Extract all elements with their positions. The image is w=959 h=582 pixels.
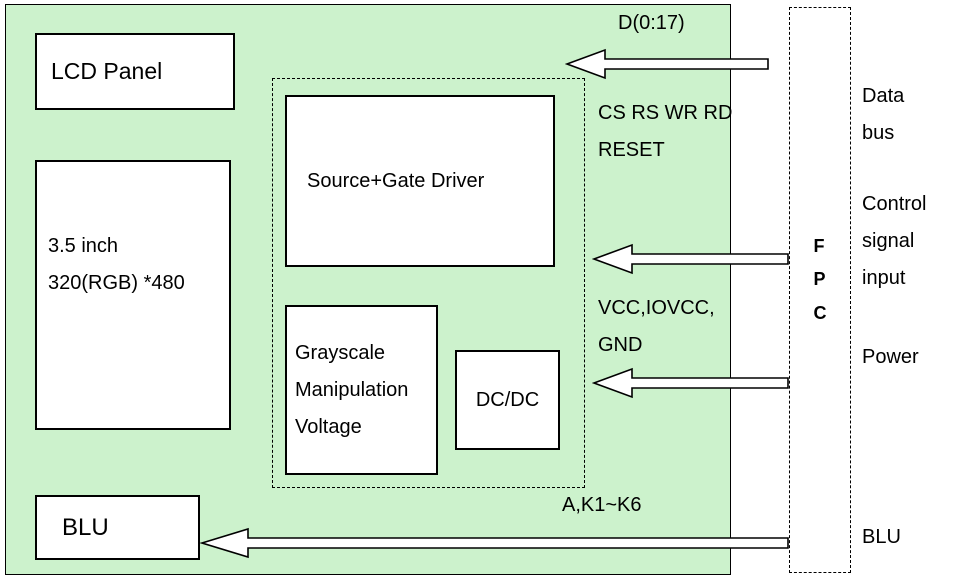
blu-io-label: BLU bbox=[862, 526, 901, 548]
control-input-label: Control signal input bbox=[862, 193, 927, 289]
grayscale-voltage-box: Grayscale Manipulation Voltage bbox=[285, 305, 438, 475]
data-bus-signal-label: D(0:17) bbox=[618, 12, 685, 34]
blu-label: BLU bbox=[62, 513, 109, 541]
control-signal-arrow bbox=[592, 243, 789, 275]
fpc-box: F P C bbox=[789, 7, 851, 573]
lcd-panel-box: LCD Panel bbox=[35, 33, 235, 110]
power-signal-label: VCC,IOVCC, GND bbox=[598, 297, 715, 356]
dcdc-box: DC/DC bbox=[455, 350, 560, 450]
driver-ic-dashed-box bbox=[272, 78, 585, 488]
lcd-panel-label: LCD Panel bbox=[51, 58, 163, 84]
fpc-label: F P C bbox=[813, 236, 827, 323]
data-bus-io-label: Data bus bbox=[862, 85, 905, 144]
blu-box: BLU bbox=[35, 495, 200, 560]
source-gate-driver-box: Source+Gate Driver bbox=[285, 95, 555, 267]
blu-arrow bbox=[200, 527, 789, 559]
power-arrow bbox=[592, 367, 789, 399]
dcdc-label: DC/DC bbox=[475, 388, 540, 411]
blu-signal-label: A,K1~K6 bbox=[562, 494, 642, 516]
control-signal-label: CS RS WR RD RESET bbox=[598, 102, 733, 161]
panel-spec-box: 3.5 inch 320(RGB) *480 bbox=[35, 160, 231, 430]
panel-spec-label: 3.5 inch 320(RGB) *480 bbox=[48, 235, 185, 294]
power-io-label: Power bbox=[862, 346, 919, 368]
source-gate-driver-label: Source+Gate Driver bbox=[307, 169, 485, 192]
data-bus-arrow bbox=[565, 48, 769, 80]
grayscale-voltage-label: Grayscale Manipulation Voltage bbox=[295, 341, 409, 438]
